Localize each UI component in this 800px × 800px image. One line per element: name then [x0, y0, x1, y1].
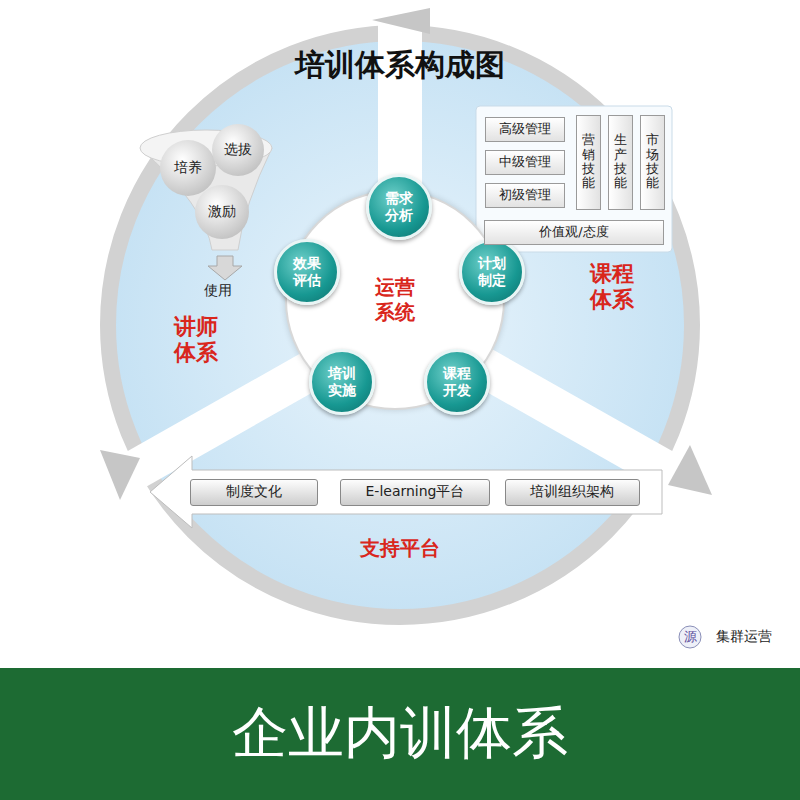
watermark-icon-text: 源: [684, 628, 697, 646]
node-text: 培训实施: [327, 365, 358, 400]
course-cell: 高级管理: [485, 117, 565, 142]
node-text: 高级管理: [499, 120, 551, 138]
node-text: 培养: [173, 159, 204, 177]
ring-arrowhead: [372, 8, 430, 34]
node-text: 价值观/态度: [539, 223, 608, 241]
node-text: 初级管理: [499, 186, 551, 204]
support-arrow: [150, 456, 662, 528]
node-text: E-learning平台: [365, 483, 464, 501]
course-column: 市场技能: [640, 115, 665, 210]
process-circle: 需求分析: [366, 174, 432, 240]
course-column: 营销技能: [576, 115, 601, 210]
node-text: 效果评估: [292, 255, 323, 290]
ring-arrowhead: [100, 450, 140, 500]
node-text: 课程开发: [442, 365, 473, 400]
node-text: 市场技能: [646, 133, 659, 190]
course-column: 生产技能: [608, 115, 633, 210]
ring-arrowhead: [668, 445, 712, 495]
process-circle: 培训实施: [309, 349, 375, 415]
node-text: 中级管理: [499, 153, 551, 171]
support-box: 培训组织架构: [505, 479, 640, 506]
process-circle: 课程开发: [424, 349, 490, 415]
process-circle: 计划制定: [459, 239, 525, 305]
node-text: 需求分析: [384, 190, 415, 225]
process-circle: 效果评估: [274, 239, 340, 305]
node-text: 营销技能: [582, 133, 595, 190]
course-cell: 初级管理: [485, 183, 565, 208]
flow-label: 使用: [204, 282, 232, 300]
caption-text: 企业内训体系: [232, 696, 568, 772]
caption-bar: [0, 668, 800, 800]
node-text: 计划制定: [477, 255, 508, 290]
section-label: 支持平台: [360, 535, 440, 562]
support-box: 制度文化: [190, 479, 318, 506]
course-base-cell: 价值观/态度: [484, 220, 664, 245]
watermark-text: 集群运营: [716, 628, 772, 646]
node-text: 制度文化: [226, 483, 282, 501]
node-text: 选拔: [223, 141, 254, 159]
funnel-ball: 选拔: [212, 124, 264, 176]
section-label: 课程体系: [588, 261, 636, 314]
node-text: 生产技能: [614, 133, 627, 190]
node-text: 运营系统: [373, 275, 417, 325]
node-text: 培训组织架构: [530, 483, 614, 501]
watermark-icon: [679, 626, 701, 648]
section-label: 讲师体系: [172, 314, 220, 367]
node-text: 激励: [207, 203, 238, 221]
support-box: E-learning平台: [340, 479, 490, 506]
course-cell: 中级管理: [485, 150, 565, 175]
diagram-title: 培训体系构成图: [295, 45, 505, 86]
funnel-ball: 激励: [195, 185, 249, 239]
hub-circle: 运营系统 需求分析计划制定课程开发 培训实施 效果评估: [285, 190, 505, 410]
down-arrow: [208, 256, 242, 280]
course-panel: [476, 106, 672, 252]
